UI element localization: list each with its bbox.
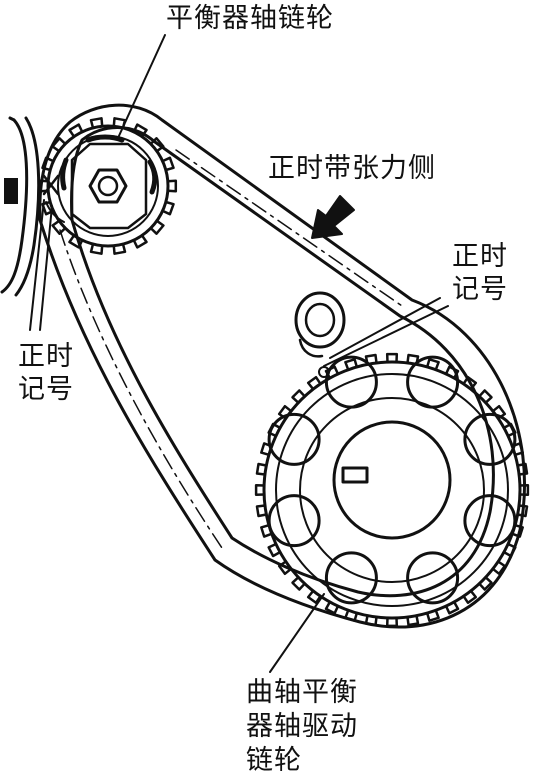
sprocket-tooth bbox=[161, 200, 175, 216]
sprocket-tooth bbox=[68, 234, 84, 249]
sprocket-tooth bbox=[516, 504, 529, 518]
sprocket-tooth bbox=[112, 242, 127, 255]
sprocket-tooth bbox=[406, 353, 420, 366]
sprocket-tooth bbox=[344, 609, 359, 622]
lightening-hole bbox=[324, 551, 378, 605]
sprocket-tooth bbox=[255, 504, 268, 518]
label-timing-mark-right: 正时 记号 bbox=[452, 240, 508, 306]
sprocket-tooth bbox=[406, 614, 420, 627]
belt-centerline bbox=[175, 149, 406, 309]
sprocket-tooth bbox=[425, 609, 440, 622]
lightening-hole bbox=[406, 551, 460, 605]
sprocket-tooth bbox=[132, 234, 148, 249]
sprocket-tooth bbox=[444, 600, 460, 615]
sprocket-tooth bbox=[89, 242, 104, 255]
lightening-hole bbox=[267, 412, 321, 466]
timing-mark-right-line2: 记号 bbox=[452, 274, 508, 305]
sprocket-tooth bbox=[462, 589, 478, 605]
label-tension-side: 正时带张力侧 bbox=[268, 153, 436, 184]
leader-balance-sprocket bbox=[117, 34, 166, 139]
sprocket-tooth bbox=[511, 523, 524, 538]
sprocket-tooth bbox=[149, 219, 165, 235]
lightening-hole bbox=[463, 494, 517, 548]
belt-inner-edge bbox=[70, 126, 495, 598]
sprocket-tooth bbox=[132, 123, 148, 138]
crank-center-bore bbox=[332, 420, 452, 540]
sprocket-tooth bbox=[385, 352, 399, 364]
sprocket-tooth bbox=[511, 442, 524, 457]
sprocket-tooth bbox=[291, 389, 306, 404]
sprocket-tooth bbox=[518, 483, 530, 497]
label-balance-sprocket: 平衡器轴链轮 bbox=[166, 3, 334, 34]
lightening-hole bbox=[406, 355, 460, 409]
sprocket-tooth bbox=[38, 179, 50, 193]
lightening-hole bbox=[463, 412, 517, 466]
label-timing-mark-left: 正时 记号 bbox=[18, 340, 74, 406]
timing-mark-left-line1: 正时 bbox=[18, 341, 74, 372]
leader-crank-sprocket bbox=[269, 593, 325, 673]
sprocket-tooth bbox=[161, 156, 175, 172]
sprocket-tooth bbox=[516, 462, 529, 476]
belt-centerline-slack bbox=[59, 229, 223, 549]
tensioner-roller bbox=[294, 291, 346, 378]
sprocket-tooth bbox=[502, 542, 517, 558]
sprocket-tooth bbox=[89, 117, 104, 130]
timing-belt bbox=[38, 103, 526, 629]
sprocket-tooth bbox=[267, 542, 282, 558]
sprocket-tooth bbox=[41, 156, 55, 172]
sprocket-tooth bbox=[364, 353, 378, 366]
lightening-hole bbox=[324, 355, 378, 409]
belt-outer-edge bbox=[38, 103, 526, 629]
sprocket-tooth bbox=[254, 483, 266, 497]
crank-sprocket-line2: 器轴驱动 bbox=[246, 711, 358, 742]
tension-side-arrow bbox=[311, 195, 355, 239]
sprocket-tooth bbox=[255, 462, 268, 476]
sprocket-tooth bbox=[306, 589, 322, 605]
sprocket-tooth bbox=[324, 600, 340, 615]
keyway bbox=[341, 466, 369, 484]
sprocket-tooth bbox=[491, 560, 507, 576]
sprocket-tooth bbox=[260, 523, 273, 538]
sprocket-tooth bbox=[385, 616, 399, 628]
sprocket-tooth bbox=[51, 219, 67, 235]
sprocket-tooth bbox=[68, 123, 84, 138]
sprocket-tooth bbox=[291, 576, 306, 591]
sprocket-tooth bbox=[51, 137, 67, 153]
crank-drive-sprocket bbox=[254, 352, 530, 628]
sprocket-tooth bbox=[344, 358, 359, 371]
label-crank-drive-sprocket: 曲轴平衡 器轴驱动 链轮 bbox=[246, 676, 358, 778]
balance-shaft-sprocket bbox=[38, 117, 178, 255]
sprocket-tooth bbox=[306, 375, 322, 391]
sprocket-tooth bbox=[425, 358, 440, 371]
sprocket-tooth bbox=[277, 560, 293, 576]
crank-sprocket-line3: 链轮 bbox=[246, 745, 302, 776]
sprocket-tooth bbox=[462, 375, 478, 391]
timing-mark-right-line1: 正时 bbox=[452, 241, 508, 272]
sprocket-tooth bbox=[364, 614, 378, 627]
sprocket-tooth bbox=[149, 137, 165, 153]
engine-casing-edge bbox=[0, 116, 41, 297]
sprocket-tooth bbox=[166, 179, 178, 193]
timing-mark-left-pointer bbox=[29, 174, 65, 331]
sprocket-tooth bbox=[260, 442, 273, 457]
crank-sprocket-line1: 曲轴平衡 bbox=[246, 677, 358, 708]
sprocket-tooth bbox=[478, 389, 493, 404]
leader-timing-mark-right bbox=[323, 297, 449, 367]
lightening-hole bbox=[267, 494, 321, 548]
hex-bolt bbox=[88, 168, 128, 204]
timing-mark-left-line2: 记号 bbox=[18, 374, 74, 405]
sprocket-tooth bbox=[478, 576, 493, 591]
